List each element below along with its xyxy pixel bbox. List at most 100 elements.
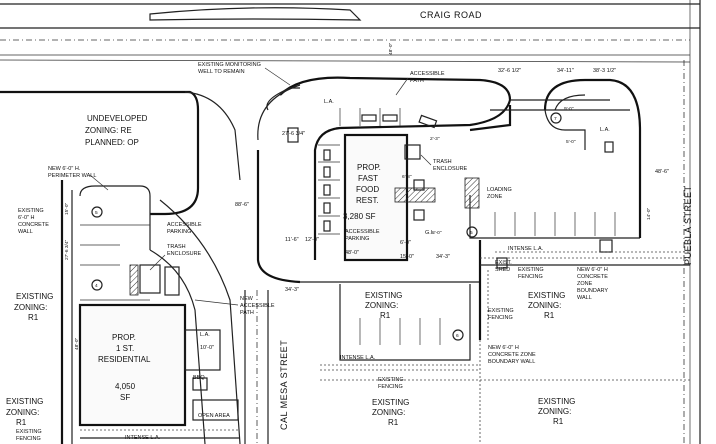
dim-48-0-b: 48'-0" [345,250,359,256]
undeveloped-line2: ZONING: RE [85,126,132,135]
puebla-street-label: PUEBLA STREET [683,185,693,265]
fencing-b-2: FENCING [378,384,403,390]
dim-2-3: 2'-3" [430,136,440,142]
bwall-r-1: NEW 6'-0" H [577,267,608,273]
shed-1: EXIST. [495,260,512,266]
dim-34-11: 34'-11" [557,68,574,74]
acc-path-top-1: ACCESSIBLE [410,71,445,77]
dim-5-0: 5'-0" [566,139,576,145]
dim-11-6: 11'-6" [285,237,299,243]
bwall-c-3: BOUNDARY WALL [488,359,535,365]
left-annotations: NEW 6'-0" H. PERIMETER WALL EXISTING 6'-… [6,166,275,442]
bwall-r-5: WALL [577,295,592,301]
la-center-top: L.A. [324,99,334,105]
ez-c-3: R1 [380,311,391,320]
bwall-r-4: BOUNDARY [577,288,608,294]
trash-top-2: ENCLOSURE [433,166,468,172]
right-annotations: EXIST. SHED EXISTING FENCING NEW 6'-0" H… [365,260,608,427]
dim-34-3: 34'-3" [436,254,450,260]
loading-1: LOADING [487,187,512,193]
dim-14-0: 14'-0" [646,207,652,220]
dim-48-0-left: 48'-0" [74,337,80,350]
open-area-label: OPEN AREA [198,413,230,419]
new-acc-path-3: PATH [240,310,254,316]
acc-parking-c-2: PARKING [345,236,369,242]
new-acc-path-2: ACCESSIBLE [240,303,275,309]
trash-top-1: TRASH [433,159,452,165]
restaurant-line1: PROP. [357,163,381,172]
bwall-c-2: CONCRETE ZONE [488,352,536,358]
stall-number-5: 7 [554,116,557,122]
acc-parking-c-1: ACCESSIBLE [345,229,380,235]
craig-road: CRAIG ROAD [0,3,700,63]
fencing-r-2: FENCING [488,315,513,321]
concrete-wall-line4: WALL [18,229,33,235]
restaurant-line2: FAST [358,174,378,183]
monitoring-well-2: WELL TO REMAIN [198,69,245,75]
ez-br-3: R1 [553,417,564,426]
residential-lot: 5 4 PROP. 1 ST. RESIDENTIAL 4,050 SF BBQ… [60,180,241,444]
calmesa-street-label: CAL MESA STREET [279,340,289,430]
dim-12-0: 12'-0" [305,237,319,243]
bbq-label: BBQ [193,375,205,381]
perimeter-wall-line2: PERIMETER WALL [48,173,96,179]
new-acc-path-1: NEW [240,296,254,302]
intense-la-center: INTENSE L.A. [340,355,376,361]
residential-area-line2: SF [120,393,130,402]
residential-line3: RESIDENTIAL [98,355,151,364]
undeveloped-line1: UNDEVELOPED [87,114,148,123]
perimeter-wall-line1: NEW 6'-0" H. [48,166,81,172]
puebla-street: PUEBLA STREET [683,0,701,444]
dim-27-6: 27'-6 3/4" [282,131,305,137]
ez-bl-line2: ZONING: [6,408,39,417]
dim-15-0: 15'-0" [400,254,414,260]
fencing-r-1: EXISTING [488,308,514,314]
gi-label: G.I. [425,230,434,236]
residential-building [78,303,187,427]
ez-c-2: ZONING: [365,301,398,310]
ez-bc-1: EXISTING [372,398,409,407]
shed-2: SHED [495,267,510,273]
trash-left-1: TRASH [167,244,186,250]
intense-la-left: INTENSE L.A. [125,435,161,441]
ez-bc-2: ZONING: [372,408,405,417]
bwall-r-2: CONCRETE [577,274,608,280]
acc-path-top-2: PATH [410,78,424,84]
undeveloped-line3: PLANNED: OP [85,138,139,147]
right-site: 5 7 INTENSE L.A. L.A. 32'-6 1/2" 34'-11"… [320,68,690,444]
fencing-shed-1: EXISTING [518,267,544,273]
dim-8-0: 8'-0" [432,230,442,236]
residential-line1: PROP. [112,333,136,342]
ez-left-line2: ZONING: [14,303,47,312]
dim-40-0-top: 48'-0" [388,42,394,55]
dim-6-0: 6'-0" [400,240,411,246]
calmesa-street: CAL MESA STREET [244,290,289,444]
craig-road-label: CRAIG ROAD [420,10,482,20]
dim-27-6-left: 27'-6 3/4" [64,239,70,260]
acc-parking-left-2: PARKING [167,229,191,235]
dim-48-6-right: 48'-6" [655,169,669,175]
center-annotations: EXISTING MONITORING WELL TO REMAIN ACCES… [198,42,512,293]
dim-88-6: 88'-6" [235,202,249,208]
dim-6-8: 6'-8" [402,174,412,180]
concrete-wall-line2: 6'-0" H [18,215,34,221]
residential-area-line1: 4,050 [115,382,136,391]
dim-32-6: 32'-6 1/2" [498,68,521,74]
dim-38-3: 38'-3 1/2" [593,68,616,74]
fencing-left-line2: FENCING [16,436,41,442]
trash-left-2: ENCLOSURE [167,251,202,257]
residential-line2: 1 ST. [116,344,134,353]
dim-10-0-res: 10'-0" [200,345,214,351]
restaurant-line3: FOOD [356,185,379,194]
ez-rm-1: EXISTING [528,291,565,300]
stall-number-2: 4 [95,283,98,289]
bwall-c-1: NEW 6'-0" H [488,345,519,351]
ez-rm-3: R1 [544,311,555,320]
stall-number-4: 5 [470,230,473,236]
restaurant-site: PROP. FAST FOOD REST. 3,280 SF 6 INTENSE… [256,76,640,371]
dim-9-0: 9'-0" [564,106,574,112]
fencing-shed-2: FENCING [518,274,543,280]
ez-left-line3: R1 [28,313,39,322]
undeveloped-parcel: UNDEVELOPED ZONING: RE PLANNED: OP [0,90,241,216]
